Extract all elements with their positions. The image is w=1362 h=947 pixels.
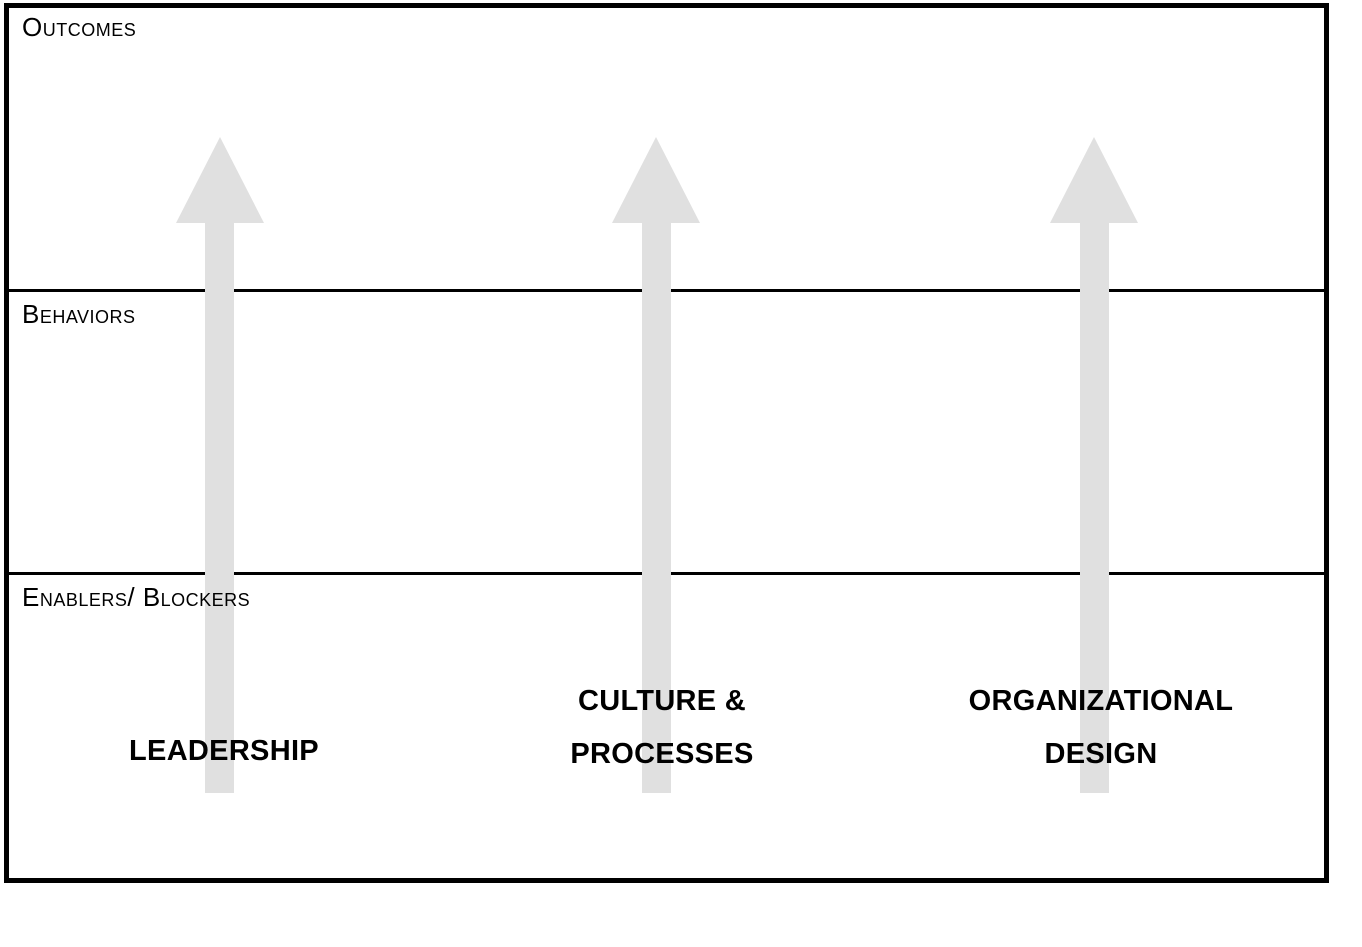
diagram-frame <box>4 3 1329 883</box>
pillar-label-culture-processes: CULTURE & PROCESSES <box>570 685 754 770</box>
layer-label-behaviors: Behaviors <box>22 299 136 329</box>
divider-outcomes-behaviors <box>9 289 1324 292</box>
pillar-label-organizational-design: ORGANIZATIONAL DESIGN <box>968 685 1234 770</box>
layer-label-enablers-blockers: Enablers/ Blockers <box>22 582 251 612</box>
divider-behaviors-enablers <box>9 572 1324 575</box>
pillar-label-leadership: LEADERSHIP <box>129 735 319 767</box>
layer-label-outcomes: Outcomes <box>22 12 137 42</box>
